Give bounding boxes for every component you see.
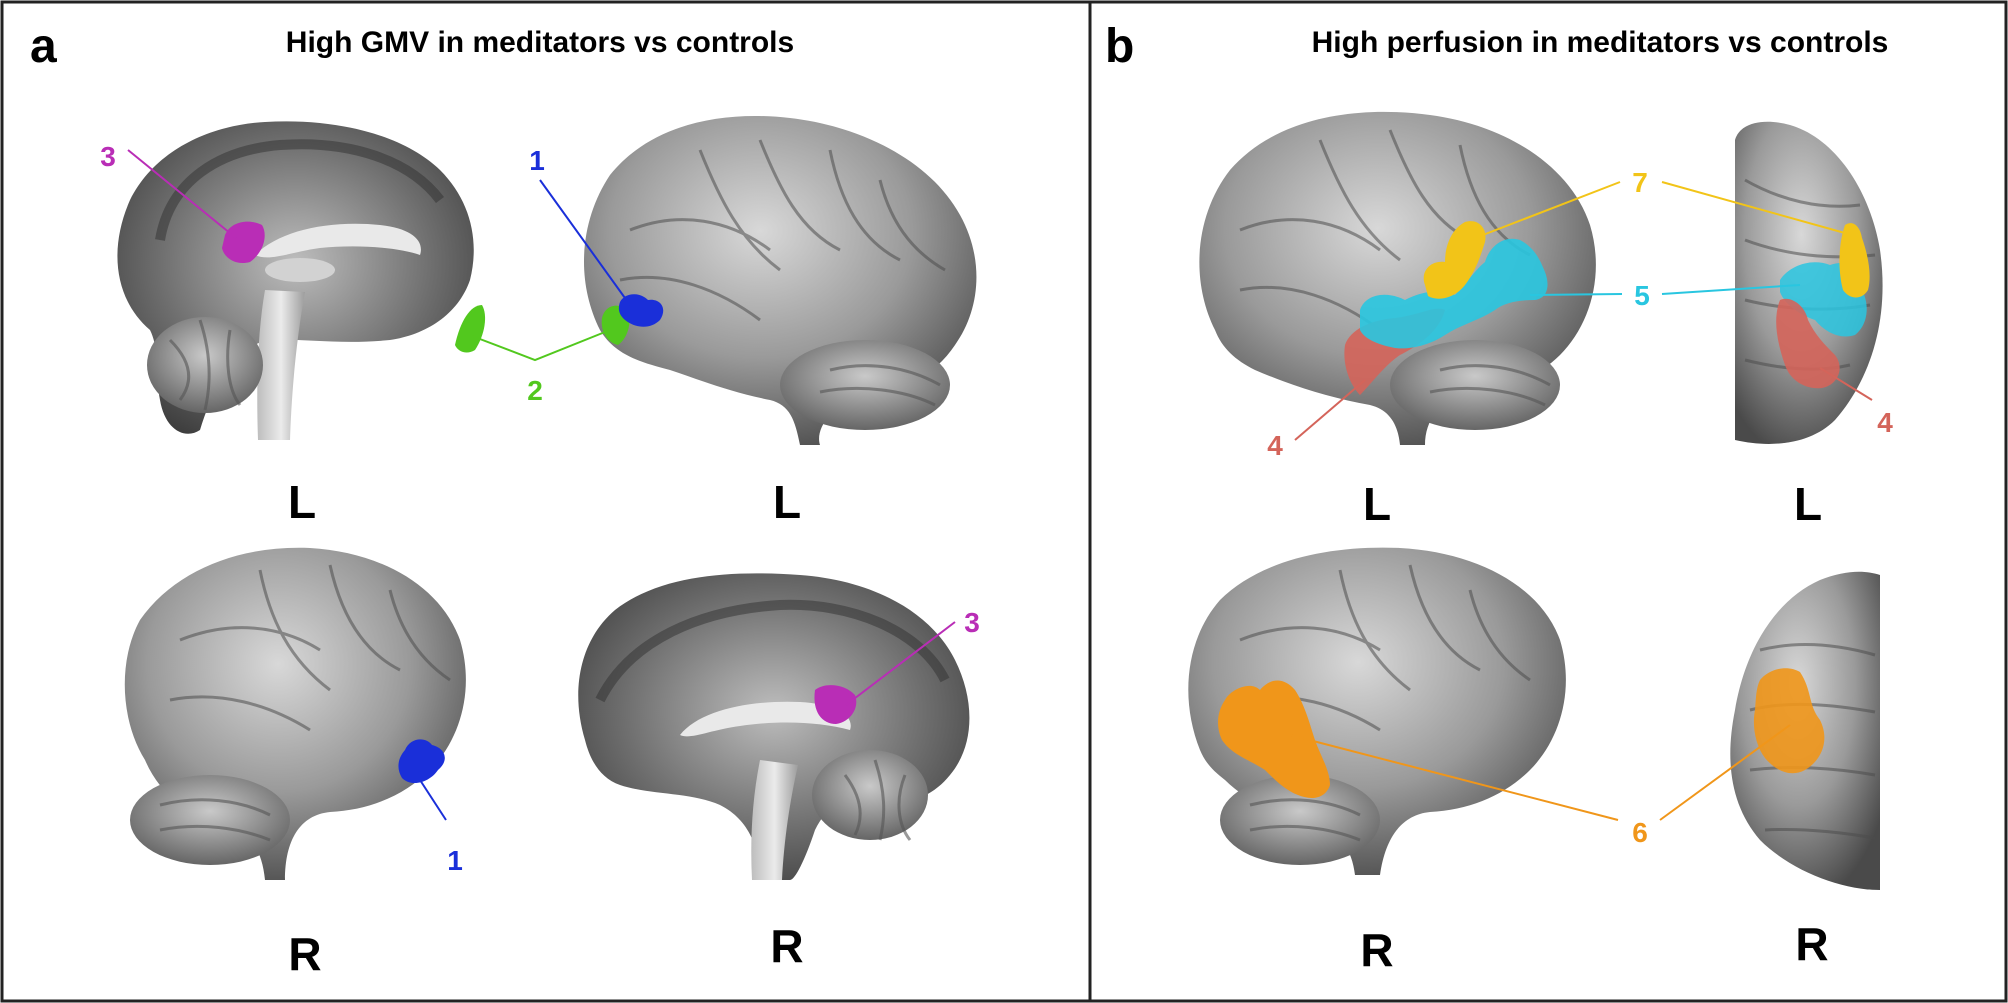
leader-6-b-left	[1289, 734, 1619, 821]
label-region-1-a-bottom: 1	[447, 845, 463, 876]
leader-7-b-left	[1469, 181, 1621, 241]
brain-medial-left-a	[117, 121, 474, 440]
label-region-1-a-top: 1	[529, 145, 545, 176]
panel-a-letter: a	[30, 20, 57, 73]
region-5-left-lateral-b	[1360, 238, 1548, 349]
leader-5-b-right	[1661, 284, 1801, 295]
panel-b-letter: b	[1105, 20, 1134, 73]
leader-1-a-top	[539, 179, 631, 306]
region-1-left-lateral-a	[618, 294, 664, 327]
panel-a-title: High GMV in meditators vs controls	[286, 26, 794, 59]
brain-lateral-right-b	[1188, 547, 1566, 875]
region-1-right-lateral-a	[398, 739, 445, 784]
region-3-right-medial-a	[814, 685, 857, 724]
brain-lateral-left-b	[1199, 111, 1596, 445]
label-region-4-b-left: 4	[1267, 430, 1283, 461]
leader-4-b-left	[1294, 379, 1366, 441]
panel-b-title: High perfusion in meditators vs controls	[1312, 26, 1889, 59]
region-3-left-medial-a	[222, 221, 265, 264]
label-region-6-b: 6	[1632, 817, 1648, 848]
leader-6-b-right	[1659, 724, 1791, 821]
leader-3-a-top	[127, 149, 237, 239]
label-region-3-a-bottom: 3	[964, 607, 980, 638]
region-7-left-lateral-b	[1423, 221, 1486, 299]
leader-3-a-bottom	[845, 621, 956, 706]
region-2-left-medial-a	[455, 305, 486, 353]
region-6-oblique-b	[1753, 668, 1825, 774]
label-region-4-b-right: 4	[1877, 407, 1893, 438]
hemisphere-label-b-3: R	[1360, 924, 1393, 976]
hemisphere-label-a-2: L	[773, 476, 801, 528]
region-7-posterior-b	[1839, 223, 1870, 298]
leader-7-b-right	[1661, 181, 1853, 236]
hemisphere-label-a-3: R	[288, 928, 321, 980]
leader-1-a-bottom	[419, 779, 447, 821]
label-region-5-b: 5	[1634, 280, 1650, 311]
brain-lateral-left-a	[583, 115, 977, 445]
label-region-2-a: 2	[527, 375, 543, 406]
brain-lateral-right-a	[124, 547, 466, 880]
hemisphere-label-b-1: L	[1363, 478, 1391, 530]
hemisphere-label-a-4: R	[770, 920, 803, 972]
label-region-7-b: 7	[1632, 167, 1648, 198]
hemisphere-label-a-1: L	[288, 476, 316, 528]
leader-5-b-left	[1529, 293, 1623, 296]
hemisphere-label-b-4: R	[1795, 918, 1828, 970]
hemisphere-label-b-2: L	[1794, 478, 1822, 530]
region-4-posterior-b	[1776, 298, 1840, 389]
label-region-3-a-top: 3	[100, 141, 116, 172]
region-6-right-lateral-b	[1218, 680, 1330, 798]
brain-medial-right-a	[578, 573, 970, 880]
leader-4-b-right	[1819, 367, 1873, 401]
leader-2-a	[471, 329, 611, 362]
